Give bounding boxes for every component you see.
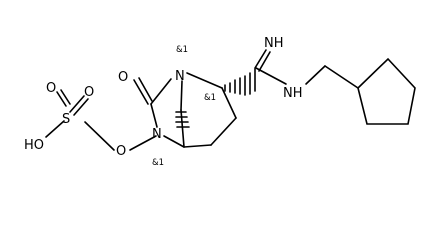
bond-layer	[45, 49, 416, 151]
s-o-double-bond-2	[73, 98, 89, 116]
s-o-upper-double-bond-2	[60, 89, 71, 105]
nh-to-ch2-bond	[305, 65, 326, 85]
imine-nh-label: NH	[264, 36, 284, 51]
ch2-to-cyclopentyl-bond	[324, 65, 359, 89]
sulfate-oxygen-side-label: O	[84, 85, 94, 100]
atom-label-layer: O N N O NH NH S O O HO	[24, 36, 303, 159]
stereo-label-layer: &1 &1 &1	[152, 45, 216, 168]
n1-to-c2-bond	[186, 72, 223, 89]
amine-nh-label: NH	[283, 86, 303, 101]
bridge-hash-marks	[175, 111, 190, 128]
n-oxy-oxygen-label: O	[116, 144, 126, 159]
stereo-label-bridgehead-n: &1	[176, 45, 188, 55]
s-o-upper-double-bond-1	[56, 91, 67, 107]
carbonyl-bond-1	[133, 79, 149, 105]
amidine-hashed-wedge	[224, 68, 256, 96]
stereo-label-alpha-carbon: &1	[204, 93, 216, 103]
c4-to-c5-bond	[183, 144, 212, 148]
bridgehead-nitrogen-label: N	[175, 69, 185, 84]
n2-to-c5-bond	[163, 135, 185, 148]
stereo-label-bridgehead-c: &1	[152, 158, 164, 168]
n-o-bond	[129, 135, 157, 151]
cyclopentane-ring	[357, 57, 416, 125]
bridge-c7-to-n1-bond	[180, 80, 183, 111]
bridge-c5-to-c7-bond	[180, 109, 185, 148]
carbonyl-to-n2-bond	[150, 103, 158, 128]
c3-to-c4-bond	[210, 117, 237, 146]
ring-nitrogen-label: N	[152, 127, 162, 142]
carbonyl-bond-2	[138, 77, 153, 102]
hydroxyl-label: HO	[24, 138, 44, 153]
amidine-to-nh-bond	[255, 67, 287, 85]
imine-bond-2	[258, 51, 271, 72]
chemical-structure-diagram: O N N O NH NH S O O HO &1 &1 &1	[24, 36, 416, 168]
sulfate-oxygen-top-label: O	[46, 81, 56, 96]
s-to-oh-bond	[45, 120, 65, 138]
s-o-double-bond-1	[69, 95, 85, 113]
c2-to-c3-bond	[221, 87, 237, 119]
imine-bond-1	[254, 49, 267, 69]
sulfur-label: S	[62, 112, 70, 127]
oxo-oxygen-label: O	[118, 70, 128, 85]
carbonyl-to-n1-bond	[150, 78, 172, 105]
o-to-s-bond	[84, 121, 115, 151]
